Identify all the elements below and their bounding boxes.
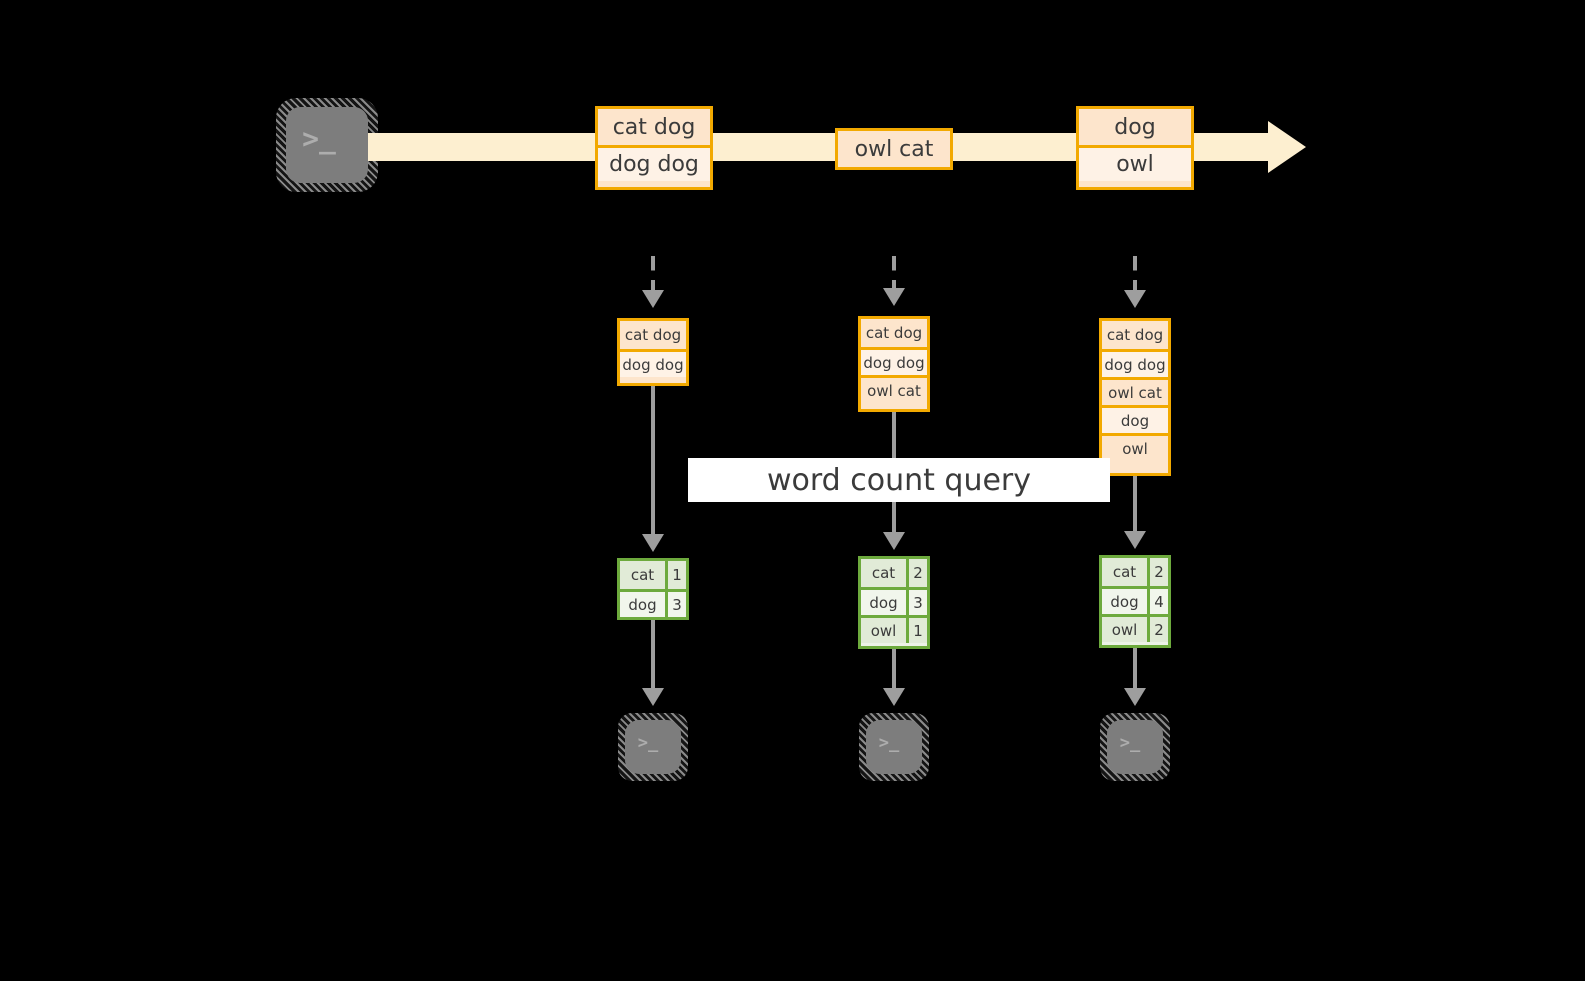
stream-batch-3-line-2: owl [1079,145,1191,181]
result-word: cat [620,561,665,589]
table-row: cat 2 [861,559,927,587]
table-row: dog 3 [620,589,686,617]
snapshot-2-input-stack: cat dog dog dog owl cat [858,316,930,412]
stream-batch-3-line-1: dog [1079,109,1191,145]
snapshot-2-input-line-3: owl cat [861,375,927,403]
snapshot-2-trigger-line [892,256,896,292]
snapshot-3-input-line-4: dog [1102,405,1168,433]
snapshot-2-sink-arrowhead [883,688,905,706]
result-word: cat [1102,558,1147,586]
snapshot-1-query-arrowhead [642,534,664,552]
snapshot-2-query-arrowhead [883,532,905,550]
result-count: 2 [1147,617,1168,642]
result-word: dog [861,590,906,615]
snapshot-2-trigger-arrowhead [883,288,905,306]
table-row: cat 2 [1102,558,1168,586]
snapshot-3-input-stack: cat dog dog dog owl cat dog owl [1099,318,1171,476]
stream-batch-2-line-1: owl cat [838,131,950,167]
snapshot-2-sink-line [892,649,896,692]
snapshot-1-trigger-line [651,256,655,294]
terminal-prompt-glyph: >_ [637,732,659,753]
snapshot-2-sink-terminal-icon: >_ [859,713,929,781]
query-label: word count query [688,458,1110,502]
result-count: 2 [906,559,927,587]
result-count: 1 [906,618,927,643]
result-count: 4 [1147,589,1168,614]
snapshot-1-input-line-2: dog dog [620,349,686,377]
snapshot-1-trigger-arrowhead [642,290,664,308]
table-row: cat 1 [620,561,686,589]
terminal-body [866,720,922,774]
snapshot-2-input-line-2: dog dog [861,347,927,375]
stream-batch-1-line-2: dog dog [598,145,710,181]
terminal-prompt-glyph: >_ [302,122,336,155]
result-word: dog [1102,589,1147,614]
source-terminal-icon: >_ [276,98,378,192]
terminal-body [286,107,368,183]
snapshot-3-input-line-2: dog dog [1102,349,1168,377]
snapshot-2-input-line-1: cat dog [861,319,927,347]
result-count: 1 [665,561,686,589]
result-count: 3 [906,590,927,615]
snapshot-3-trigger-line [1133,256,1137,294]
snapshot-1-input-stack: cat dog dog dog [617,318,689,386]
snapshot-3-result-table: cat 2 dog 4 owl 2 [1099,555,1171,648]
snapshot-3-trigger-arrowhead [1124,290,1146,308]
snapshot-1-query-line [651,386,655,538]
terminal-prompt-glyph: >_ [878,732,900,753]
table-row: dog 3 [861,587,927,615]
snapshot-3-sink-line [1133,648,1137,692]
snapshot-3-query-arrowhead [1124,531,1146,549]
snapshot-3-sink-terminal-icon: >_ [1100,713,1170,781]
table-row: dog 4 [1102,586,1168,614]
table-row: owl 1 [861,615,927,643]
snapshot-1-sink-line [651,620,655,692]
snapshot-3-input-line-5: owl [1102,433,1168,461]
terminal-prompt-glyph: >_ [1119,732,1141,753]
result-count: 3 [665,592,686,617]
snapshot-1-sink-arrowhead [642,688,664,706]
stream-batch-1-line-1: cat dog [598,109,710,145]
stream-arrow-head [1268,121,1306,173]
stream-batch-2: owl cat [835,128,953,170]
terminal-body [625,720,681,774]
snapshot-3-sink-arrowhead [1124,688,1146,706]
snapshot-1-result-table: cat 1 dog 3 [617,558,689,620]
stream-batch-3: dog owl [1076,106,1194,190]
snapshot-2-result-table: cat 2 dog 3 owl 1 [858,556,930,649]
result-word: owl [1102,617,1147,642]
terminal-body [1107,720,1163,774]
result-word: owl [861,618,906,643]
snapshot-3-input-line-3: owl cat [1102,377,1168,405]
result-word: cat [861,559,906,587]
table-row: owl 2 [1102,614,1168,642]
result-word: dog [620,592,665,617]
result-count: 2 [1147,558,1168,586]
snapshot-1-sink-terminal-icon: >_ [618,713,688,781]
snapshot-3-query-line [1133,476,1137,535]
snapshot-1-input-line-1: cat dog [620,321,686,349]
stream-batch-1: cat dog dog dog [595,106,713,190]
snapshot-3-input-line-1: cat dog [1102,321,1168,349]
